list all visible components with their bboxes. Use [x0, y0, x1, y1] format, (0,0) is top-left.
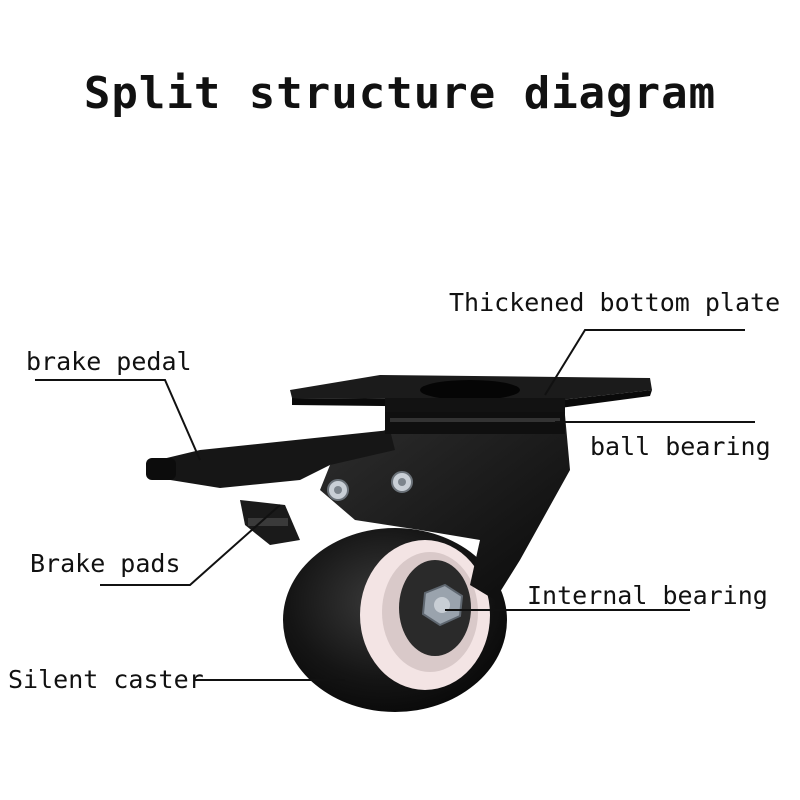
- ball-bearing-ring: [385, 410, 565, 434]
- silent-caster-wheel: [283, 528, 507, 712]
- label-silent-caster: Silent caster: [8, 665, 204, 694]
- leader-lines: [35, 329, 755, 681]
- diagram-title: Split structure diagram: [83, 68, 717, 119]
- swivel-fork: [320, 415, 570, 600]
- brake-pedal: [146, 430, 395, 488]
- label-bottom-plate: Thickened bottom plate: [449, 288, 781, 317]
- label-internal-bearing: Internal bearing: [527, 581, 768, 610]
- leader-brake-pads: [100, 504, 281, 586]
- brake-pads: [240, 500, 300, 545]
- thickened-bottom-plate: [290, 375, 652, 412]
- leader-bottom-plate: [544, 329, 745, 396]
- leader-brake-pedal: [35, 379, 201, 461]
- label-brake-pedal: brake pedal: [26, 347, 192, 376]
- label-ball-bearing: ball bearing: [590, 432, 771, 461]
- label-brake-pads: Brake pads: [30, 549, 181, 578]
